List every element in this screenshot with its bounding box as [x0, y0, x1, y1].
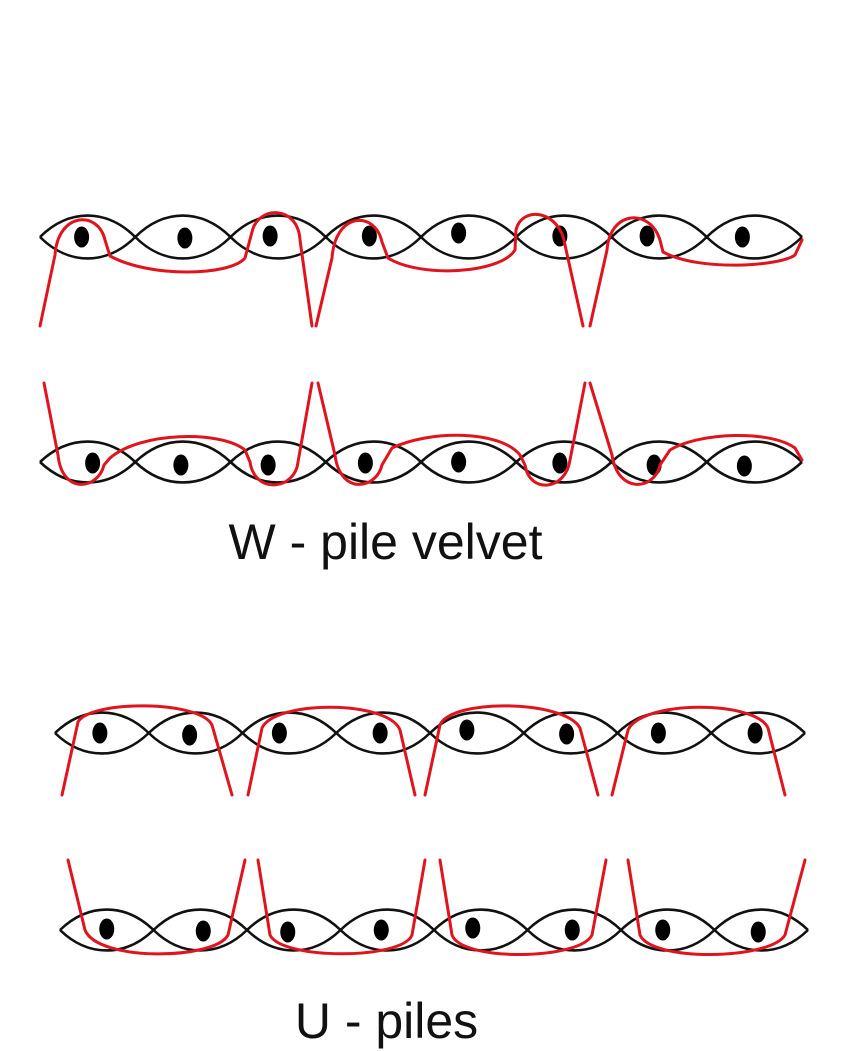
weft-dot: [559, 723, 575, 745]
weft-dot: [99, 918, 115, 940]
u-pile-top-row: [54, 704, 806, 797]
weft-dot: [552, 452, 568, 474]
pile-thread: [423, 704, 600, 797]
weft-dot: [655, 919, 671, 941]
weft-dot: [262, 225, 278, 247]
warp-strand: [39, 460, 803, 484]
weft-dot: [451, 451, 467, 473]
pile-thread: [246, 705, 417, 797]
weft-dot: [271, 722, 287, 744]
pile-thread: [66, 858, 247, 956]
weft-dot: [177, 227, 193, 249]
u-piles-caption: U - piles: [294, 993, 479, 1049]
warp-strand: [54, 711, 806, 735]
weft-dot: [639, 225, 655, 247]
weft-dot: [85, 452, 101, 474]
pile-thread: [256, 858, 427, 956]
weft-dot: [182, 724, 198, 746]
pile-thread: [60, 704, 234, 797]
weft-dot: [74, 226, 90, 248]
pile-thread: [314, 212, 585, 328]
weft-dot: [734, 226, 750, 248]
warp-strand: [39, 214, 803, 239]
weft-dot: [280, 921, 296, 943]
weft-dot: [372, 722, 388, 744]
warp-strand: [54, 731, 806, 755]
weft-dot: [195, 920, 211, 942]
weft-dot: [173, 454, 189, 476]
pile-thread: [588, 381, 804, 486]
weft-dot: [451, 222, 467, 244]
weft-dot: [361, 225, 377, 247]
weft-dot: [373, 919, 389, 941]
weft-dot: [92, 722, 108, 744]
u-pile-bottom-row: [59, 858, 809, 956]
warp-strand: [39, 440, 803, 464]
weft-dot: [465, 917, 481, 939]
warp-strand: [39, 235, 803, 260]
weft-dot: [564, 919, 580, 941]
weft-dot: [747, 722, 763, 744]
pile-thread: [610, 705, 787, 797]
pile-thread: [588, 216, 804, 328]
weft-dot: [736, 455, 752, 477]
pile-thread: [316, 381, 587, 487]
pile-thread: [42, 381, 314, 487]
weft-dot: [459, 719, 475, 741]
w-pile-velvet-caption: W - pile velvet: [228, 514, 543, 570]
pile-thread: [38, 211, 314, 328]
weft-dot: [750, 921, 766, 943]
pile-thread: [626, 858, 807, 956]
weft-dot: [357, 452, 373, 474]
w-pile-top-row: [38, 211, 804, 328]
weft-dot: [650, 722, 666, 744]
warp-strand: [59, 928, 809, 952]
w-pile-bottom-row: [39, 381, 804, 487]
weft-dot: [260, 454, 276, 476]
pile-thread: [438, 858, 608, 956]
warp-strand: [59, 908, 809, 932]
